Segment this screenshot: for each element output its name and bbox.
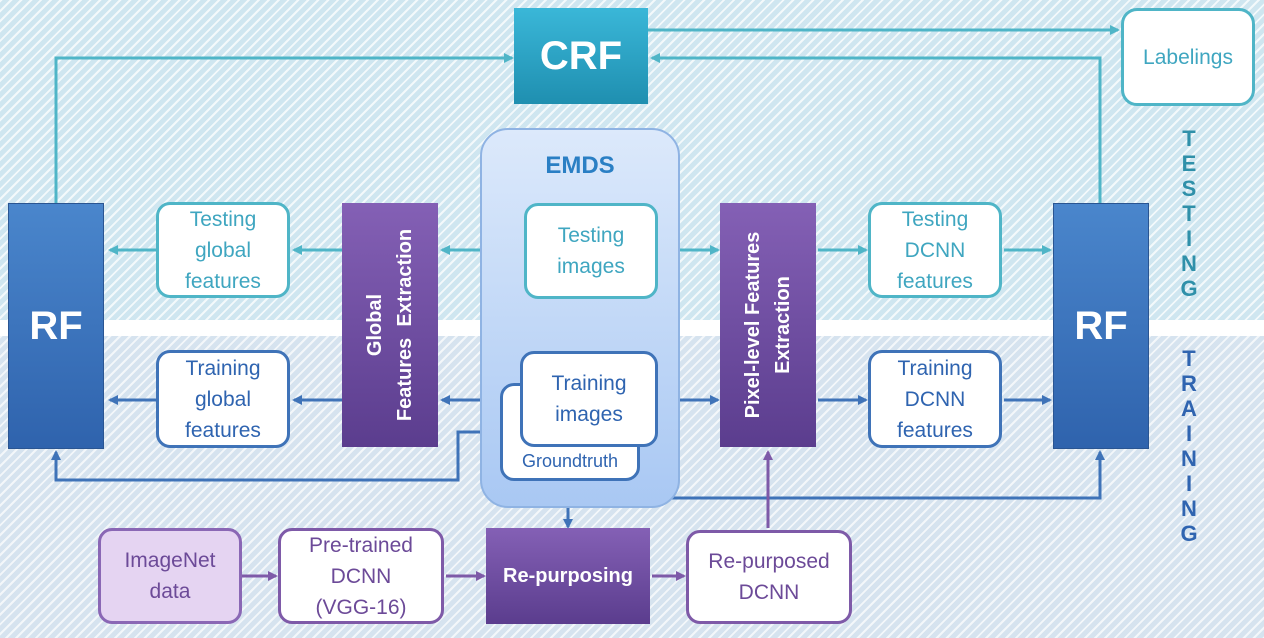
pixel-extraction-line-2: Extraction xyxy=(772,276,794,374)
repurposing-box: Re-purposing xyxy=(486,528,650,624)
testing-dcnn-line-1: Testing xyxy=(901,207,969,231)
rf-right-label: RF xyxy=(1074,303,1128,348)
training-dcnn-line-3: features xyxy=(897,418,973,442)
pixel-extraction-line-1: Pixel-level Features xyxy=(742,231,764,419)
training-images-box: Training images xyxy=(520,351,658,447)
imagenet-line-1: ImageNet xyxy=(124,549,216,572)
global-extraction-line-2: Features Extraction xyxy=(394,228,416,422)
training-global-line-2: global xyxy=(194,387,252,411)
training-dcnn-features-box: Training DCNN features xyxy=(868,350,1002,448)
testing-dcnn-line-3: features xyxy=(897,269,973,293)
pixel-features-extraction-label: Pixel-level Features Extraction xyxy=(738,232,798,419)
global-extraction-line-1: Global xyxy=(364,293,386,357)
repurposed-line-2: DCNN xyxy=(738,581,800,604)
testing-global-line-3: features xyxy=(185,269,261,293)
groundtruth-label: Groundtruth xyxy=(521,451,619,471)
testing-global-features-box: Testing global features xyxy=(156,202,290,298)
crf-label: CRF xyxy=(539,33,623,78)
testing-images-box: Testing images xyxy=(524,203,658,299)
rf-left-label: RF xyxy=(29,303,83,348)
testing-dcnn-line-2: DCNN xyxy=(904,238,966,262)
training-global-features-box: Training global features xyxy=(156,350,290,448)
crf-box: CRF xyxy=(514,8,648,104)
testing-dcnn-features-box: Testing DCNN features xyxy=(868,202,1002,298)
training-global-line-1: Training xyxy=(185,356,261,380)
emds-title: EMDS xyxy=(545,152,615,179)
testing-global-line-1: Testing xyxy=(189,207,257,231)
rf-left-box: RF xyxy=(8,203,104,449)
labelings-box: Labelings xyxy=(1121,8,1255,106)
pretrained-line-3: (VGG-16) xyxy=(315,595,407,619)
imagenet-data-box: ImageNet data xyxy=(98,528,242,624)
repurposing-label: Re-purposing xyxy=(503,564,633,587)
labelings-label: Labelings xyxy=(1143,45,1233,69)
training-images-line-1: Training xyxy=(551,372,627,395)
rf-right-box: RF xyxy=(1053,203,1149,449)
training-dcnn-line-2: DCNN xyxy=(904,387,966,411)
imagenet-line-2: data xyxy=(149,580,191,603)
pretrained-line-1: Pre-trained xyxy=(309,533,413,557)
training-dcnn-line-1: Training xyxy=(897,356,973,380)
arrow-rf-right-to-crf xyxy=(650,53,1102,204)
training-images-line-2: images xyxy=(555,403,623,426)
global-features-extraction-box: Global Features Extraction xyxy=(342,203,438,447)
arrow-groundtruth-to-rf-left xyxy=(51,430,502,482)
testing-images-line-1: Testing xyxy=(557,224,625,247)
testing-global-line-2: global xyxy=(194,238,252,262)
repurposed-line-1: Re-purposed xyxy=(708,550,830,573)
training-global-line-3: features xyxy=(185,418,261,442)
testing-images-line-2: images xyxy=(557,255,625,278)
pixel-features-extraction-box: Pixel-level Features Extraction xyxy=(720,203,816,447)
pretrained-dcnn-box: Pre-trained DCNN (VGG-16) xyxy=(278,528,444,624)
arrow-rf-left-to-crf xyxy=(54,53,514,204)
global-features-extraction-label: Global Features Extraction xyxy=(360,229,420,421)
pretrained-line-2: DCNN xyxy=(330,564,392,588)
repurposed-dcnn-box: Re-purposed DCNN xyxy=(686,530,852,624)
